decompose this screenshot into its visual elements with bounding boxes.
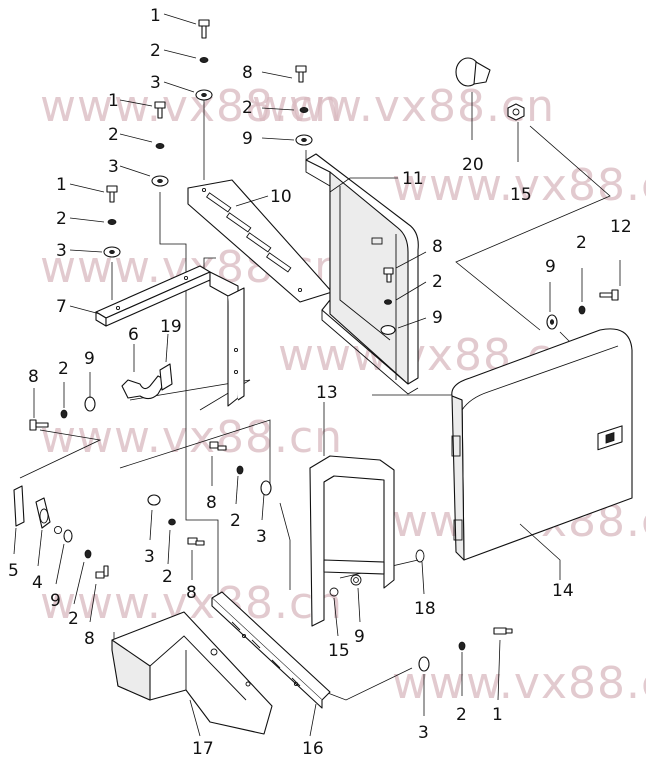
callout-label: 3: [418, 723, 429, 743]
callout-label: 2: [108, 125, 119, 145]
callout-label: 9: [84, 349, 95, 369]
callout-label: 5: [8, 561, 19, 581]
callout-label: 15: [510, 185, 532, 205]
bolt-icon: [599, 289, 619, 301]
callout-label: 1: [150, 6, 161, 26]
callout-label: 20: [462, 155, 484, 175]
callout-label: 2: [242, 98, 253, 118]
leader-lines: [13, 13, 621, 737]
callout-label: 8: [242, 63, 253, 83]
bolt-icon: [106, 185, 118, 203]
callout-label: 9: [354, 627, 365, 647]
callout-label: 2: [576, 233, 587, 253]
callout-label: 9: [545, 257, 556, 277]
part-7-frame-bracket: [95, 265, 245, 407]
callout-label: 13: [316, 383, 338, 403]
part-17-bottom-tray: [111, 611, 273, 735]
bolt-icon: [187, 537, 205, 546]
watermark-text: www.vx88.cn: [40, 81, 343, 132]
bolt-icon: [295, 65, 307, 83]
callout-label: 14: [552, 581, 574, 601]
callout-label: 18: [414, 599, 436, 619]
callout-label: 9: [50, 591, 61, 611]
callout-label: 3: [256, 527, 267, 547]
callout-label: 9: [432, 308, 443, 328]
callout-label: 16: [302, 739, 324, 759]
callout-label: 8: [28, 367, 39, 387]
callout-label: 11: [402, 169, 424, 189]
callout-label: 8: [84, 629, 95, 649]
callout-label: 8: [432, 237, 443, 257]
part-6-19-brackets: [121, 363, 173, 400]
callout-label: 2: [58, 359, 69, 379]
callout-labels: 1 2 3 1 2 3 1 2 3 8 2 9 10 11 20 15 12 8…: [8, 6, 632, 759]
callout-label: 1: [108, 91, 119, 111]
callout-label: 1: [56, 175, 67, 195]
callout-label: 6: [128, 325, 139, 345]
bolt-icon: [209, 441, 227, 451]
callout-label: 19: [160, 317, 182, 337]
callout-label: 10: [270, 187, 292, 207]
callout-label: 9: [242, 129, 253, 149]
part-13-u-frame: [309, 455, 395, 627]
callout-label: 2: [162, 567, 173, 587]
bolt-icon: [29, 419, 49, 431]
callout-label: 3: [108, 157, 119, 177]
fasteners: [29, 19, 619, 672]
spring-washer-icon: [199, 57, 209, 64]
callout-label: 2: [230, 511, 241, 531]
bolt-icon: [198, 19, 210, 39]
watermark-text: www.vx88.cn: [252, 81, 555, 132]
bolt-icon: [493, 627, 513, 635]
callout-label: 2: [68, 609, 79, 629]
watermark-text: www.vx88.cn: [392, 160, 646, 211]
callout-label: 15: [328, 641, 350, 661]
bolt-icon: [154, 101, 166, 119]
part-10-slotted-plate: [187, 179, 333, 303]
callout-label: 2: [456, 705, 467, 725]
callout-label: 1: [492, 705, 503, 725]
callout-label: 7: [56, 297, 67, 317]
part-14-door-panel: [451, 328, 633, 561]
bolt-icon: [95, 565, 109, 579]
callout-label: 8: [206, 493, 217, 513]
watermark-text: www.vx88.cn: [40, 412, 343, 463]
callout-label: 8: [186, 583, 197, 603]
watermark-text: www.vx88.cn: [392, 658, 646, 709]
callout-label: 3: [150, 73, 161, 93]
callout-label: 2: [432, 272, 443, 292]
small-components: [13, 57, 525, 563]
callout-label: 17: [192, 739, 214, 759]
part-16-rail: [211, 591, 331, 709]
callout-label: 2: [150, 41, 161, 61]
callout-label: 4: [32, 573, 43, 593]
callout-label: 2: [56, 209, 67, 229]
callout-label: 3: [56, 241, 67, 261]
callout-label: 12: [610, 217, 632, 237]
callout-label: 3: [144, 547, 155, 567]
bolt-icon: [383, 267, 394, 283]
